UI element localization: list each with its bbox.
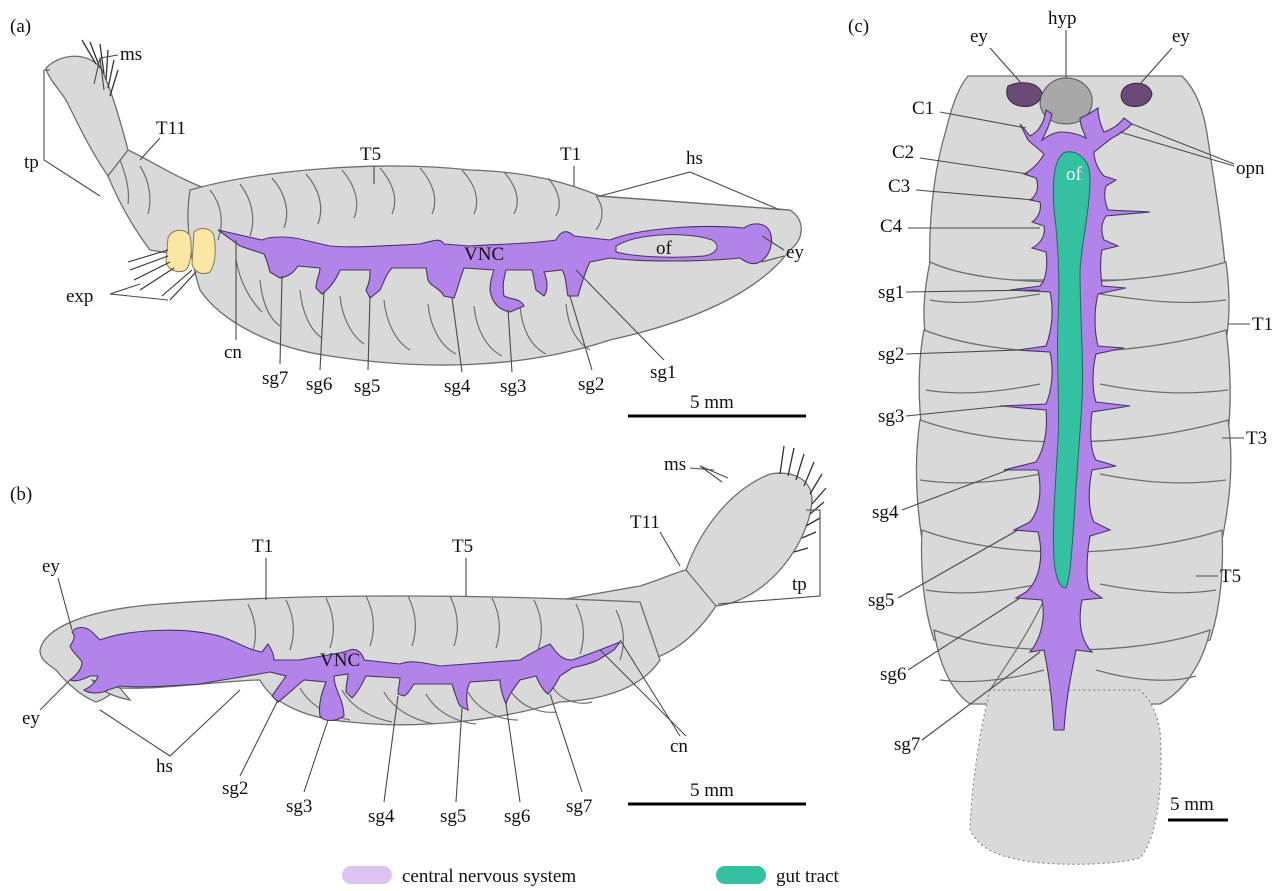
panel-c-label-of: of	[1066, 164, 1083, 185]
panel-c-label-C4: C4	[880, 216, 903, 237]
panel-c-label-hyp: hyp	[1048, 8, 1077, 29]
panel-a-label-sg3: sg3	[500, 376, 526, 397]
panel-b-leader-sg6	[506, 704, 520, 802]
panel-a-exopod	[166, 230, 191, 271]
legend-label-gut-tract: gut tract	[776, 866, 840, 887]
panel-b-leader-sg7	[550, 694, 582, 792]
panel-b: (b)	[10, 446, 826, 827]
panel-a-label-T5: T5	[360, 144, 381, 165]
panel-b-label-sg2: sg2	[222, 778, 248, 799]
panel-a-label-sg5: sg5	[354, 376, 380, 397]
panel-a-scale-label: 5 mm	[690, 392, 734, 413]
panel-a-label-sg4: sg4	[444, 376, 471, 397]
panel-c-label-sg7: sg7	[894, 734, 920, 755]
panel-a-label-hs: hs	[686, 148, 703, 169]
panel-b-label-sg4: sg4	[368, 806, 395, 827]
panel-b-scale-label: 5 mm	[690, 780, 734, 801]
panel-c: (c)	[848, 8, 1273, 864]
legend-swatch-nervous-system	[342, 866, 392, 884]
panel-b-label-T1: T1	[252, 536, 273, 557]
panel-a-label-tp: tp	[24, 152, 39, 173]
panel-c-label-sg5: sg5	[868, 590, 894, 611]
panel-c-label-C3: C3	[888, 176, 910, 197]
panel-b-leader-sg3	[304, 720, 328, 792]
legend-label-nervous-system: central nervous system	[402, 866, 576, 887]
panel-b-leader-ms	[690, 466, 728, 482]
panel-c-label-T1: T1	[1252, 314, 1273, 335]
panel-b-leader-sg2	[240, 700, 278, 776]
panel-a-label-sg2: sg2	[578, 374, 604, 395]
panel-b-label-ey-top: ey	[42, 556, 60, 577]
panel-c-label: (c)	[848, 16, 869, 37]
panel-b-leader-T11	[660, 532, 680, 566]
panel-a-label-sg1: sg1	[650, 362, 676, 383]
panel-a-label-exp: exp	[66, 286, 93, 307]
legend: central nervous system gut tract	[342, 866, 840, 887]
panel-b-label-tp: tp	[792, 574, 807, 595]
panel-b-label-cn: cn	[670, 736, 688, 757]
panel-b-leader-hs	[100, 690, 240, 756]
panel-b-label-ey-bottom: ey	[22, 708, 40, 729]
panel-c-label-ey-right: ey	[1172, 26, 1190, 47]
panel-c-label-opn: opn	[1236, 158, 1265, 179]
panel-a-label-ms: ms	[120, 44, 142, 65]
panel-c-eye-left	[1007, 83, 1042, 107]
panel-b-leader-ey-top	[58, 578, 72, 630]
panel-a-label-of: of	[656, 238, 673, 259]
panel-a: (a)	[10, 16, 806, 416]
panel-a-label-sg7: sg7	[262, 368, 288, 389]
panel-a-label: (a)	[10, 16, 31, 37]
panel-a-label-VNC: VNC	[464, 244, 504, 265]
panel-b-label-ms: ms	[664, 454, 686, 475]
panel-b-label-hs: hs	[156, 756, 173, 777]
panel-b-label-sg7: sg7	[566, 796, 592, 817]
panel-c-label-C2: C2	[892, 142, 914, 163]
panel-c-label-ey-left: ey	[970, 26, 988, 47]
panel-a-exopod	[192, 229, 215, 274]
panel-a-label-T11: T11	[156, 118, 186, 139]
panel-a-leader-T11	[140, 138, 160, 160]
panel-a-label-cn: cn	[224, 342, 242, 363]
panel-a-label-ey: ey	[786, 242, 804, 263]
panel-b-label: (b)	[10, 484, 32, 505]
panel-c-label-sg2: sg2	[878, 344, 904, 365]
panel-b-label-sg6: sg6	[504, 806, 530, 827]
panel-c-label-sg3: sg3	[878, 406, 904, 427]
panel-b-label-T11: T11	[630, 512, 660, 533]
panel-c-label-sg4: sg4	[872, 502, 899, 523]
panel-a-leader-exp	[110, 284, 168, 300]
panel-b-label-sg3: sg3	[286, 796, 312, 817]
panel-c-label-T5: T5	[1220, 566, 1241, 587]
panel-c-label-sg1: sg1	[878, 282, 904, 303]
panel-c-label-sg6: sg6	[880, 664, 906, 685]
panel-c-scale-label: 5 mm	[1170, 794, 1214, 815]
panel-b-label-T5: T5	[452, 536, 473, 557]
legend-swatch-gut-tract	[716, 866, 766, 884]
panel-a-label-sg6: sg6	[306, 374, 332, 395]
panel-b-label-sg5: sg5	[440, 806, 466, 827]
panel-c-label-C1: C1	[912, 98, 934, 119]
panel-a-label-T1: T1	[560, 144, 581, 165]
panel-c-label-T3: T3	[1246, 428, 1267, 449]
panel-b-label-VNC: VNC	[320, 650, 360, 671]
panel-b-leader-ey-bottom	[40, 680, 70, 710]
panel-a-telson	[46, 56, 128, 176]
